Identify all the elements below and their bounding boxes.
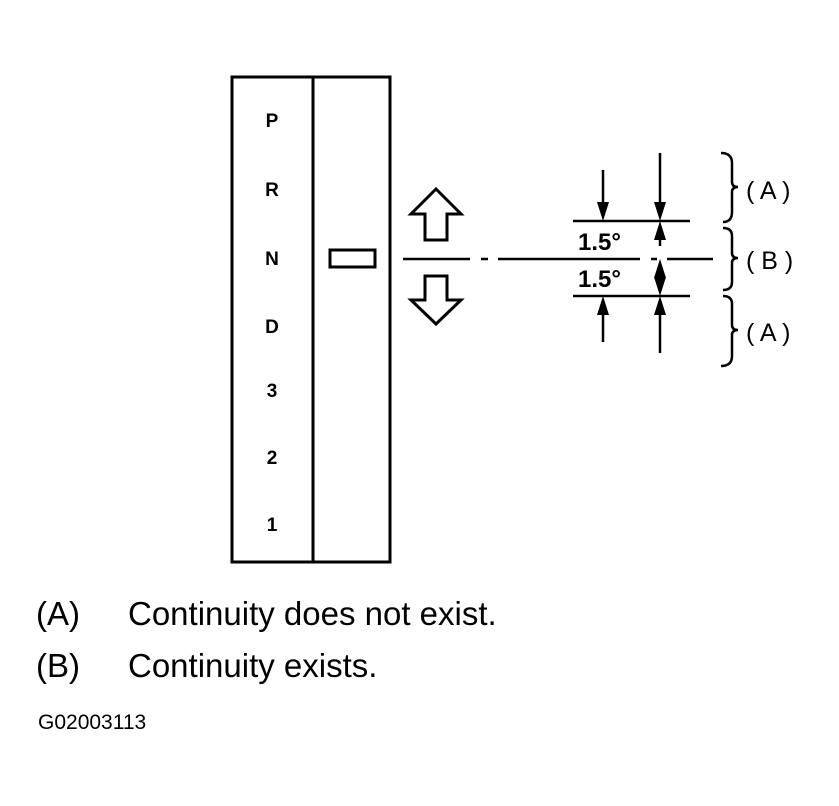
legend-key-b: (B) <box>36 647 80 684</box>
position-label-1: 1 <box>267 515 278 536</box>
position-label-2: 2 <box>267 448 278 469</box>
arrow-down-icon <box>407 274 465 327</box>
legend-item-a: (A) Continuity does not exist. <box>36 594 497 634</box>
lower-angle-label: 1.5° <box>578 266 621 293</box>
legend-key-a: (A) <box>36 595 80 632</box>
position-label-3: 3 <box>267 381 278 402</box>
position-indicator <box>328 248 377 269</box>
upper-angle-label: 1.5° <box>578 229 621 256</box>
zone-braces <box>720 151 739 368</box>
position-label-n: N <box>265 249 279 270</box>
arrow-up-icon <box>407 186 465 242</box>
legend-item-b: (B) Continuity exists. <box>36 646 377 686</box>
position-label-p: P <box>266 111 279 132</box>
zone-label-upper: ( A ) <box>746 177 790 205</box>
zone-label-lower: ( A ) <box>746 319 790 347</box>
legend-text-b: Continuity exists. <box>128 647 378 684</box>
position-label-d: D <box>265 317 279 338</box>
selector-panel-outline <box>230 75 392 564</box>
zone-label-middle: ( B ) <box>746 247 793 275</box>
legend-text-a: Continuity does not exist. <box>128 595 497 632</box>
position-label-r: R <box>265 180 279 201</box>
figure-id: G02003113 <box>38 711 147 734</box>
left-dimension-arrows <box>597 170 609 342</box>
right-dimension-arrows <box>654 153 666 353</box>
